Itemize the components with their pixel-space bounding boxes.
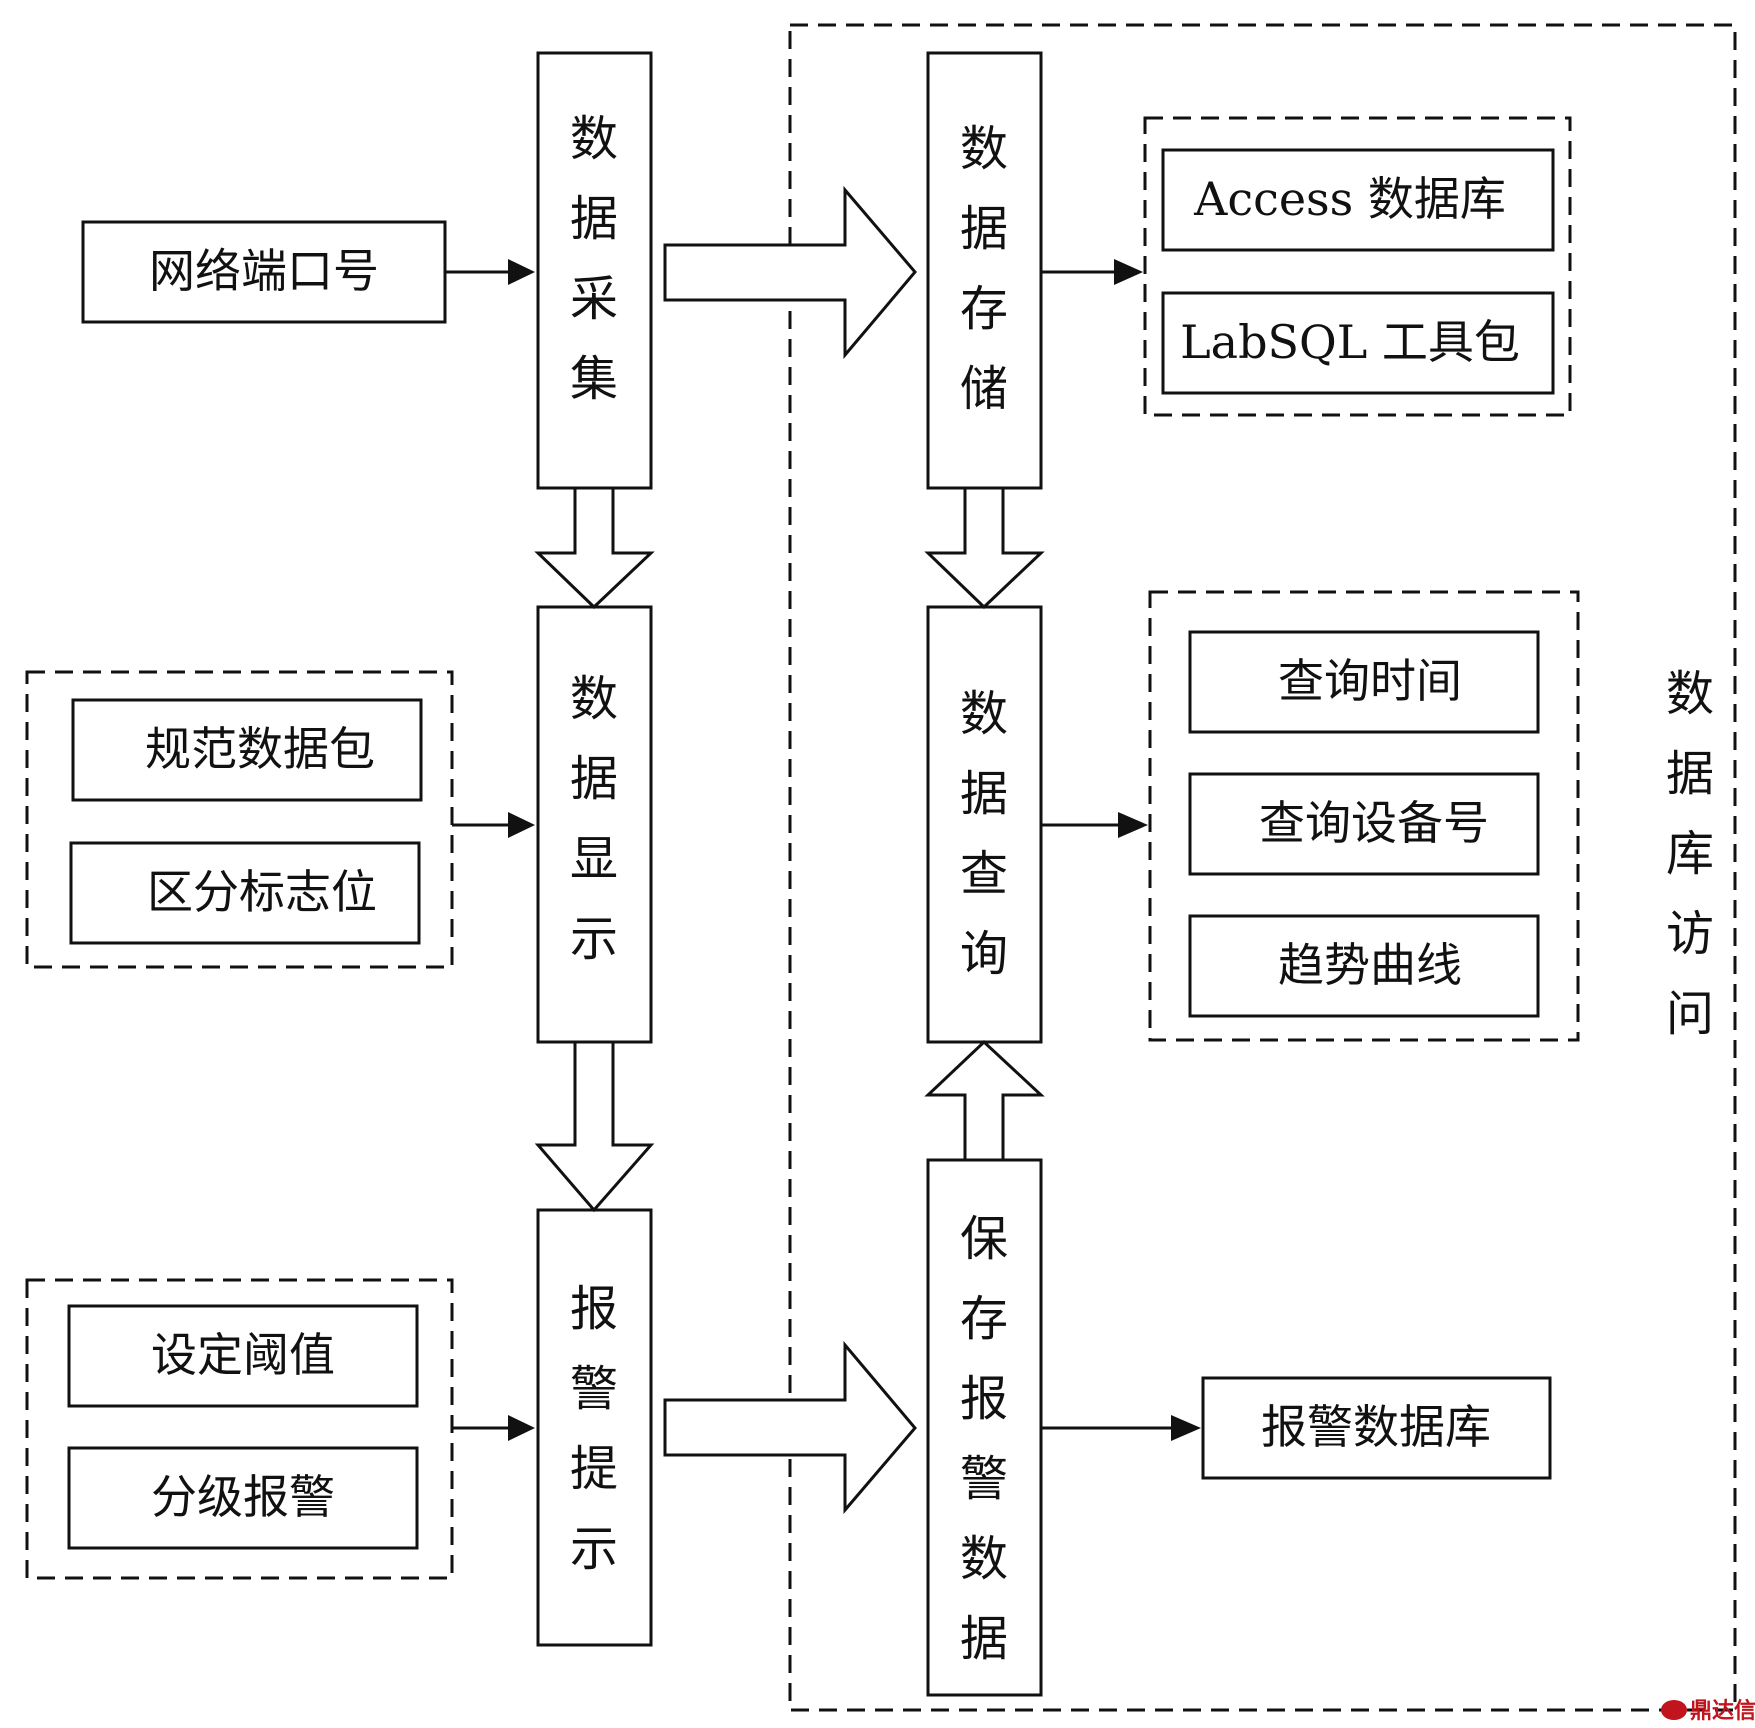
- grade-alarm-box: [67, 1446, 419, 1550]
- watermark-logo: 鼎达信: [1661, 1698, 1755, 1724]
- data-collect-label: 数据采集: [570, 111, 618, 407]
- query-device-label: 查询设备号: [1259, 796, 1489, 850]
- save-alarm-label: 保存报警数据: [960, 1211, 1008, 1667]
- arrowhead: [1114, 259, 1143, 285]
- network-port-box: [81, 220, 447, 324]
- arrowhead: [508, 1415, 535, 1441]
- big-arrow-display-to-alarm: [534, 1040, 655, 1213]
- big-arrow-collect-to-store: [663, 185, 917, 360]
- alarm-db-label: 报警数据库: [1261, 1400, 1491, 1454]
- query-time-box: [1188, 630, 1540, 734]
- big-arrow-alarm-to-save: [663, 1340, 917, 1515]
- arrowhead: [1118, 812, 1148, 838]
- big-arrow-store-to-query: [924, 486, 1045, 610]
- network-port-label: 网络端口号: [149, 244, 379, 298]
- watermark-text: 鼎达信: [1690, 1698, 1755, 1724]
- storage-tools-group: [1143, 116, 1572, 417]
- threshold-label: 设定阈值: [151, 1328, 335, 1382]
- access-db-label: Access 数据库: [1193, 172, 1506, 226]
- access-db-box: [1161, 148, 1555, 252]
- alarm-prompt-label: 报警提示: [570, 1281, 618, 1577]
- flag-label: 区分标志位: [147, 865, 377, 919]
- data-collect-box: [536, 51, 653, 490]
- data-display-label: 数据显示: [570, 671, 618, 967]
- data-store-box: [926, 51, 1043, 490]
- query-options-group: [1148, 590, 1580, 1042]
- flag-box: [69, 841, 421, 945]
- display-options-group: [25, 670, 454, 969]
- trend-curve-box: [1188, 914, 1540, 1018]
- trend-curve-label: 趋势曲线: [1278, 938, 1462, 992]
- spec-packet-label: 规范数据包: [145, 722, 375, 776]
- big-arrow-collect-to-display: [534, 486, 655, 610]
- grade-alarm-label: 分级报警: [151, 1470, 335, 1524]
- arrowhead: [508, 812, 535, 838]
- query-device-box: [1188, 772, 1540, 876]
- data-query-label: 数据查询: [960, 686, 1008, 982]
- spec-packet-box: [71, 698, 423, 802]
- arrowhead: [1171, 1415, 1201, 1441]
- alarm-prompt-box: [536, 1208, 653, 1647]
- query-time-label: 查询时间: [1278, 654, 1462, 708]
- database-access-label: 数据库访问: [1666, 666, 1714, 1042]
- threshold-box: [67, 1304, 419, 1408]
- alarm-db-box: [1201, 1376, 1552, 1480]
- big-arrow-save-to-query: [924, 1039, 1045, 1162]
- arrowhead: [508, 259, 535, 285]
- data-store-label: 数据存储: [960, 121, 1008, 417]
- labsql-box: [1161, 291, 1555, 395]
- labsql-label: LabSQL 工具包: [1180, 315, 1520, 369]
